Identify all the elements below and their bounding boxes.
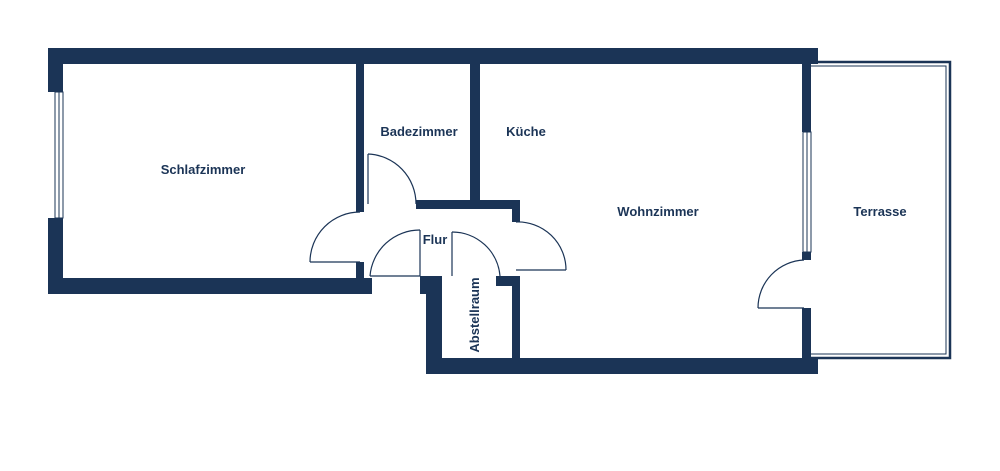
wall-storage-left [426, 276, 442, 374]
wall-left-upper [48, 48, 63, 92]
wall-hall-top [416, 200, 520, 209]
wall-bottom [426, 358, 818, 374]
terrace-border-inner [811, 65, 947, 355]
label-terrasse: Terrasse [853, 204, 906, 219]
terrace-border-outer [811, 60, 952, 360]
doors [309, 153, 805, 309]
terrace-outline [811, 60, 952, 360]
wall-partition-1 [356, 48, 364, 212]
wall-living-right-mid [802, 252, 811, 260]
door-hall-left-arc [369, 229, 421, 277]
wall-hall-top-step [512, 200, 520, 222]
wall-hall-lower-right [496, 276, 520, 286]
wall-left-lower [48, 218, 63, 294]
label-wohnzimmer: Wohnzimmer [617, 204, 698, 219]
wall-partition-2 [470, 48, 480, 204]
label-badezimmer: Badezimmer [380, 124, 457, 139]
wall-living-right-lower [802, 308, 811, 366]
door-hall-mid-arc [451, 231, 501, 277]
walls [48, 48, 818, 374]
label-abstellraum: Abstellraum [467, 277, 482, 352]
label-schlafzimmer: Schlafzimmer [161, 162, 246, 177]
wall-top [48, 48, 818, 64]
label-flur: Flur [423, 232, 448, 247]
windows [54, 91, 812, 253]
wall-storage-right [512, 276, 520, 358]
label-kueche: Küche [506, 124, 546, 139]
door-living-arc [515, 221, 567, 271]
door-bathroom-arc [367, 153, 417, 205]
wall-living-right-upper [802, 48, 811, 132]
wall-partition-1b [356, 262, 364, 294]
door-bedroom-arc [309, 211, 361, 263]
wall-bedroom-bottom [48, 278, 372, 294]
room-labels: Schlafzimmer Badezimmer Küche Wohnzimmer… [161, 124, 907, 353]
door-terrace-arc [757, 259, 805, 309]
